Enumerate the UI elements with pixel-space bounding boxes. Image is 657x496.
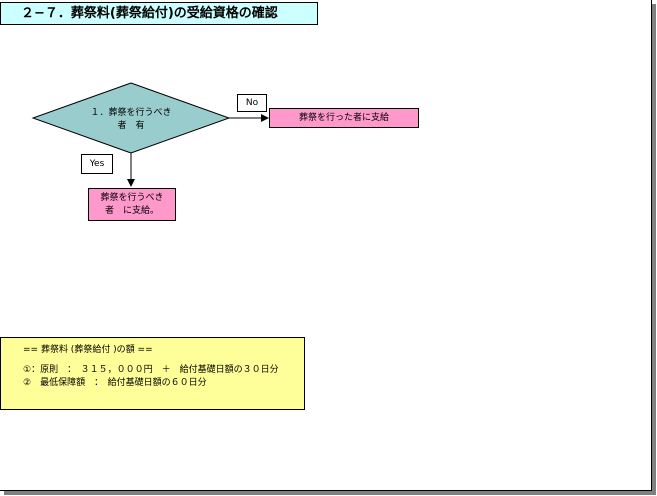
benefit-item-principle: ①：原則 ： ３１５，０００円 ＋ 給付基礎日額の３０日分: [23, 365, 279, 375]
decision-label: １．葬祭を行うべき 者 有: [90, 108, 172, 131]
benefit-heading: == 葬祭料 (葬祭給付 )の額 ==: [23, 345, 153, 355]
no-label: No: [237, 94, 267, 112]
benefit-amount-box: == 葬祭料 (葬祭給付 )の額 == ①：原則 ： ３１５，０００円 ＋ 給付…: [0, 337, 305, 410]
benefit-item-minimum: ② 最低保障額 ： 給付基礎日額の６０日分: [23, 378, 207, 388]
flowchart: [31, 82, 269, 187]
page-title: ２−７．葬祭料(葬祭給付)の受給資格の確認: [0, 2, 318, 25]
yes-label: Yes: [81, 154, 113, 174]
yes-action-box: 葬祭を行うべき 者 に支給。: [88, 188, 176, 221]
no-action-box: 葬祭を行った者に支給: [269, 108, 419, 128]
